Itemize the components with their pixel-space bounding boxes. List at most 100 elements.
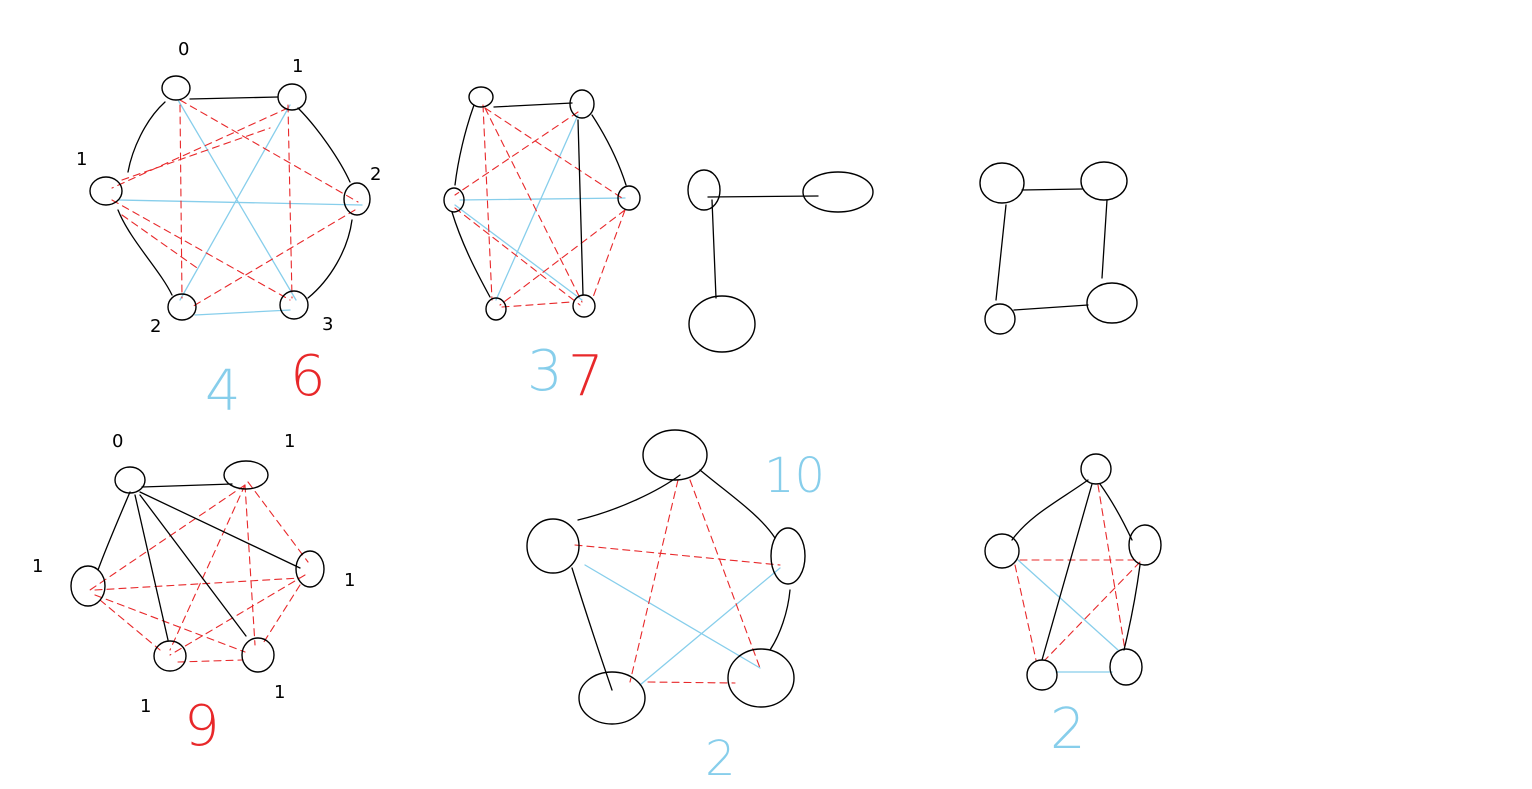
graph-a-node-label: 2 — [150, 316, 161, 337]
graph-f-blue-edge — [584, 564, 761, 669]
graph-g-red-edge — [1014, 564, 1037, 661]
graph-a-red-edge — [287, 104, 293, 299]
graph-g-black-edge — [1041, 483, 1093, 661]
graph-d-black-edge — [995, 204, 1007, 301]
graph-e-red-edge — [244, 484, 256, 646]
graph-b-red-edge — [591, 209, 626, 301]
graph-f-red-edge — [689, 479, 761, 669]
graph-f-black-edge — [577, 474, 681, 521]
graph-e-red-edge — [89, 484, 246, 591]
graph-a-count-red: 6 — [290, 344, 326, 409]
graph-e-node-label: 1 — [284, 431, 295, 452]
graph-b-blue-edge — [454, 204, 583, 301]
graph-b-node — [468, 86, 494, 108]
graph-a-node-label: 2 — [370, 164, 381, 185]
graph-b-black-edge — [451, 211, 491, 298]
graph-a-count-blue: 4 — [205, 359, 241, 424]
graph-c-black-edge — [707, 195, 819, 198]
graph-b-black-edge — [493, 102, 573, 108]
graph-e-node — [223, 460, 269, 490]
graph-c-node — [687, 169, 721, 211]
graph-d — [979, 161, 1138, 335]
graph-d-node — [979, 162, 1025, 204]
graph-b: 3 7 — [443, 86, 641, 409]
graph-e-red-edge — [261, 584, 301, 646]
graph-b-red-edge — [482, 104, 493, 301]
graph-f-count-blue-bottom: 2 — [705, 731, 736, 787]
graph-a-node-label: 3 — [322, 314, 333, 335]
graph-d-node — [984, 303, 1016, 335]
graph-b-red-edge — [454, 207, 581, 306]
graph-d-node — [1080, 161, 1128, 201]
graph-a-red-edge — [179, 104, 183, 299]
graph-f-black-edge — [571, 567, 613, 691]
graph-a-node — [167, 293, 197, 321]
graph-e-black-edge — [139, 494, 247, 637]
graph-d-black-edge — [1021, 188, 1083, 191]
graph-a-blue-edge — [117, 199, 363, 206]
graph-e-red-edge — [169, 484, 246, 651]
graph-e-node — [295, 550, 325, 588]
graph-c-node — [688, 295, 756, 353]
graph-f-blue-edge — [639, 567, 781, 686]
graph-g-blue-edge — [1017, 559, 1119, 651]
graph-b-count-red: 7 — [568, 344, 604, 409]
graph-g-red-edge — [1044, 561, 1141, 661]
graph-e-red-edge — [247, 481, 309, 563]
graph-b-node — [572, 294, 596, 318]
graph-b-node — [485, 297, 507, 321]
graph-b-red-edge — [499, 209, 626, 306]
graph-f: 10 2 — [526, 429, 825, 787]
graph-f-red-edge — [647, 681, 736, 684]
graph-b-blue-edge — [495, 114, 579, 301]
graph-b-node — [617, 185, 641, 211]
graph-e-red-edge — [99, 599, 161, 651]
graph-b-blue-edge — [459, 197, 626, 201]
graph-c-node — [802, 171, 874, 213]
graph-g-node — [984, 533, 1020, 569]
graph-e: 0 1 1 1 1 1 9 — [32, 431, 355, 759]
graph-e-red-edge — [177, 659, 243, 663]
graph-b-black-edge — [454, 104, 475, 186]
graph-b-node — [569, 89, 595, 119]
graph-e-black-edge — [139, 491, 301, 569]
graph-a: 0 1 1 2 2 3 4 6 — [76, 39, 381, 424]
graph-g-node — [1128, 524, 1162, 566]
graph-c-black-edge — [711, 199, 717, 299]
graph-a-red-edge — [111, 107, 289, 189]
graph-b-black-edge — [591, 114, 627, 186]
graph-e-node — [241, 637, 275, 673]
graph-f-black-edge — [769, 589, 791, 651]
graph-a-node — [89, 176, 123, 206]
graph-e-red-edge — [94, 577, 301, 591]
graph-b-node — [443, 187, 465, 213]
graph-g: 2 — [984, 453, 1162, 762]
graph-a-red-edge — [111, 199, 291, 301]
graph-f-node — [578, 671, 646, 725]
graph-d-node — [1086, 282, 1138, 324]
graph-b-count-blue: 3 — [527, 339, 563, 404]
graph-a-black-edge — [189, 96, 279, 100]
graph-e-black-edge — [97, 491, 131, 571]
graph-a-node-label: 1 — [76, 149, 87, 170]
graph-g-node — [1080, 453, 1112, 485]
graph-a-node — [343, 182, 371, 216]
graph-f-red-edge — [629, 479, 679, 683]
graph-a-red-edge — [189, 209, 356, 309]
graph-d-black-edge — [1101, 199, 1108, 279]
graph-a-node-label: 1 — [292, 56, 303, 77]
graph-f-black-edge — [699, 469, 776, 539]
graph-e-node — [70, 565, 106, 607]
graph-a-node — [277, 83, 307, 111]
graph-g-node — [1109, 648, 1143, 686]
graph-d-black-edge — [1013, 304, 1089, 311]
graph-e-node — [153, 640, 187, 672]
graph-e-node-label: 1 — [32, 556, 43, 577]
graph-e-black-edge — [141, 483, 233, 488]
graph-a-node — [161, 75, 191, 101]
graph-g-count-blue: 2 — [1050, 697, 1086, 762]
graph-g-black-edge — [1011, 479, 1089, 541]
graph-e-node-label: 1 — [344, 570, 355, 591]
graph-e-black-edge — [134, 494, 169, 641]
graph-e-count-red: 9 — [184, 694, 220, 759]
